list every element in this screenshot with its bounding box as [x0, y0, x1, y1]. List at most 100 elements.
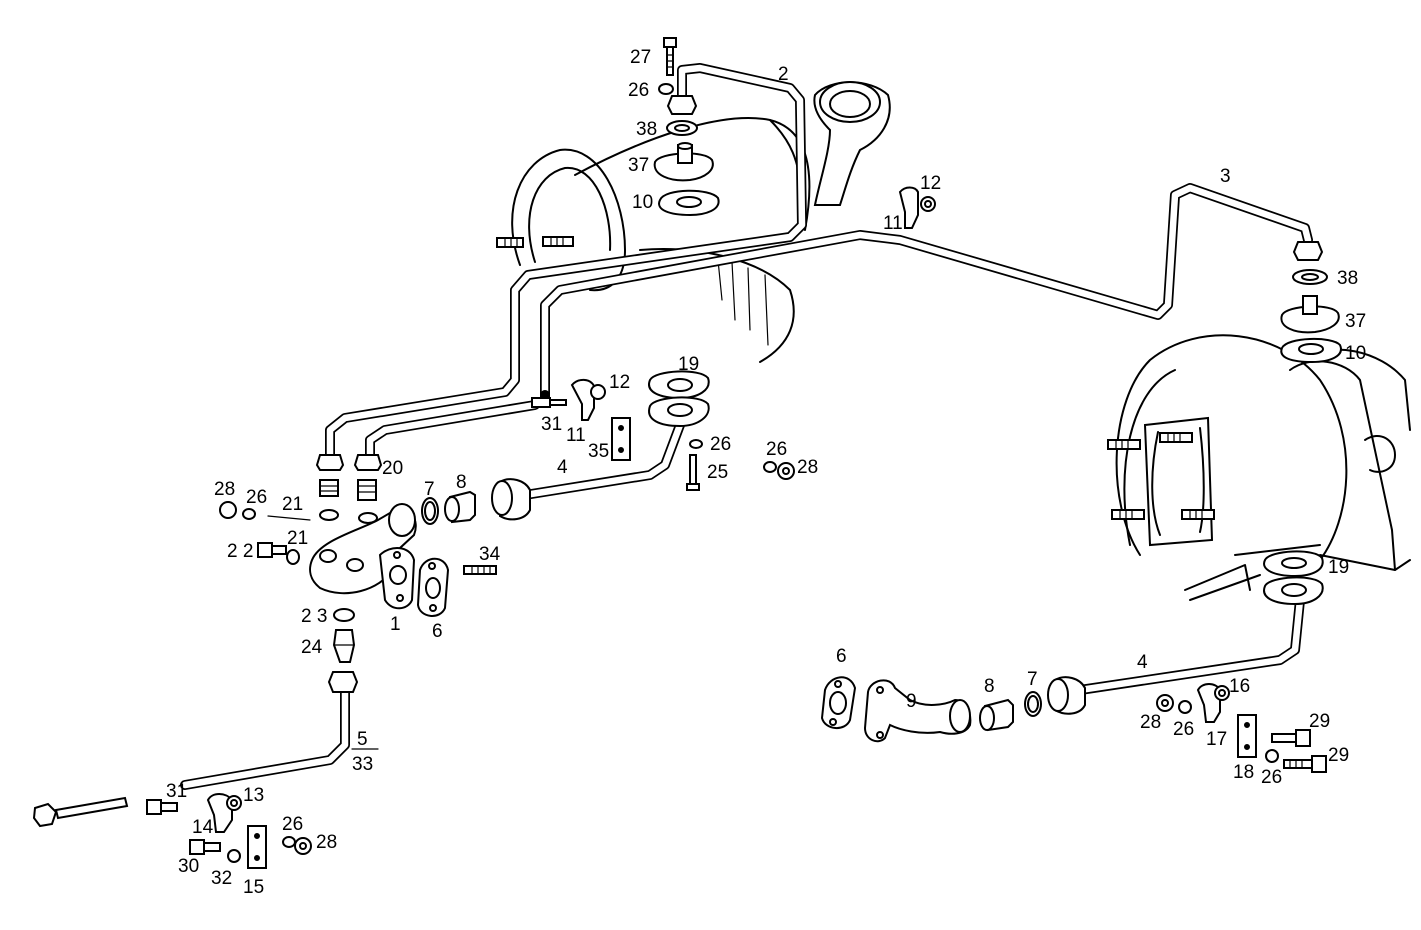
label-6-right: 6 [836, 646, 847, 667]
washer-23 [333, 608, 355, 622]
nut-28-right-hole [1161, 699, 1169, 707]
washer-21-right [358, 512, 378, 524]
union-20-left [319, 479, 339, 497]
bolt-29-upper [1271, 729, 1311, 747]
label-26-mid: 26 [766, 439, 787, 460]
nut-pipe-2-low [315, 454, 345, 471]
label-26-left: 26 [246, 487, 267, 508]
ring-7-right-inner [1027, 695, 1039, 713]
label-26-right-lower: 26 [1261, 767, 1282, 788]
seal-38-top [666, 120, 698, 136]
stud-right-turbo-2 [1159, 432, 1193, 443]
label-37-right: 37 [1345, 311, 1366, 332]
label-18: 18 [1233, 762, 1254, 783]
washer-26-left [242, 508, 256, 520]
union-24 [332, 629, 356, 663]
label-16: 16 [1229, 676, 1250, 697]
label-33: 33 [352, 754, 373, 775]
label-13: 13 [243, 785, 264, 806]
label-23: 2 3 [301, 606, 327, 627]
plate-35 [611, 417, 631, 461]
pipe-5-33 [180, 685, 350, 790]
label-38-top: 38 [636, 119, 657, 140]
washer-32 [227, 849, 241, 863]
plate-18-hole-2 [1244, 744, 1250, 750]
plate-15-hole-2 [254, 855, 260, 861]
gasket-6-right [820, 676, 857, 729]
bolt-22 [257, 542, 287, 558]
label-22: 2 2 [227, 541, 253, 562]
plate-35-hole-1 [618, 425, 624, 431]
stud-right-turbo-3 [1111, 509, 1145, 520]
label-3: 3 [1220, 166, 1231, 187]
label-26-right: 26 [1173, 719, 1194, 740]
nut-28-mid-hole [782, 467, 790, 475]
label-21-upper: 21 [282, 494, 303, 515]
label-11-top: 11 [883, 213, 903, 234]
label-10-top: 10 [632, 192, 653, 213]
bolt-lower-left [32, 796, 129, 828]
washer-26-right [1178, 700, 1192, 714]
label-30: 30 [178, 856, 199, 877]
label-26-lower: 26 [282, 814, 303, 835]
label-12-top: 12 [920, 173, 941, 194]
label-1: 1 [390, 614, 401, 635]
bolt-31-mid [531, 397, 567, 408]
flange-37-right [1280, 295, 1340, 334]
label-38-right: 38 [1337, 268, 1358, 289]
label-11-mid: 11 [566, 425, 586, 446]
washer-26-top [658, 83, 674, 95]
pipe-4-right [1075, 595, 1305, 695]
union-20-right [357, 479, 377, 501]
label-37-top: 37 [628, 155, 649, 176]
label-7-left: 7 [424, 479, 435, 500]
label-2: 2 [778, 64, 789, 85]
washer-26-mid [763, 461, 777, 473]
leader-line-28-26 [267, 515, 311, 521]
label-26-25: 26 [710, 434, 731, 455]
label-31-lower: 31 [166, 781, 187, 802]
label-25: 25 [707, 462, 728, 483]
label-8-right: 8 [984, 676, 995, 697]
label-27: 27 [630, 47, 651, 68]
label-14: 14 [192, 817, 214, 838]
label-19-left: 19 [678, 354, 699, 375]
seal-38-right [1292, 269, 1328, 285]
label-19-right: 19 [1328, 557, 1349, 578]
stud-34 [463, 565, 497, 575]
sleeve-part-4-end-right [1047, 676, 1086, 715]
ring-7-left-inner [424, 501, 436, 521]
right-turbocharger [1107, 334, 1411, 601]
label-7-right: 7 [1027, 669, 1038, 690]
label-20: 20 [382, 458, 403, 479]
label-28-right: 28 [1140, 712, 1161, 733]
gasket-10-top [658, 189, 720, 217]
clamp-16-17 [1196, 683, 1230, 723]
stud-right-turbo-1 [1107, 439, 1141, 450]
pipe-4-left [520, 420, 685, 500]
gasket-10-right [1280, 337, 1342, 364]
label-6-left: 6 [432, 621, 443, 642]
gasket-6-left [416, 557, 450, 617]
washer-21-left [319, 509, 339, 521]
bolt-31-lower [146, 799, 178, 815]
label-24: 24 [301, 637, 323, 658]
clamp-11-12-top [898, 186, 936, 229]
bolt-25 [686, 454, 700, 491]
label-4-left: 4 [557, 457, 568, 478]
flange-37-top [653, 142, 714, 182]
bolt-30 [189, 839, 221, 855]
plate-15-hole-1 [254, 833, 260, 839]
washer-26-25 [689, 439, 703, 449]
flange-19-left [648, 370, 710, 428]
nut-28-left [219, 501, 237, 519]
label-5: 5 [357, 729, 368, 750]
pipe-2 [325, 63, 807, 460]
label-9: 9 [906, 691, 917, 712]
label-26-top: 26 [628, 80, 649, 101]
sleeve-part-4-end-left [491, 478, 531, 521]
nut-28-lower-hole [299, 842, 307, 850]
label-28-mid: 28 [797, 457, 818, 478]
